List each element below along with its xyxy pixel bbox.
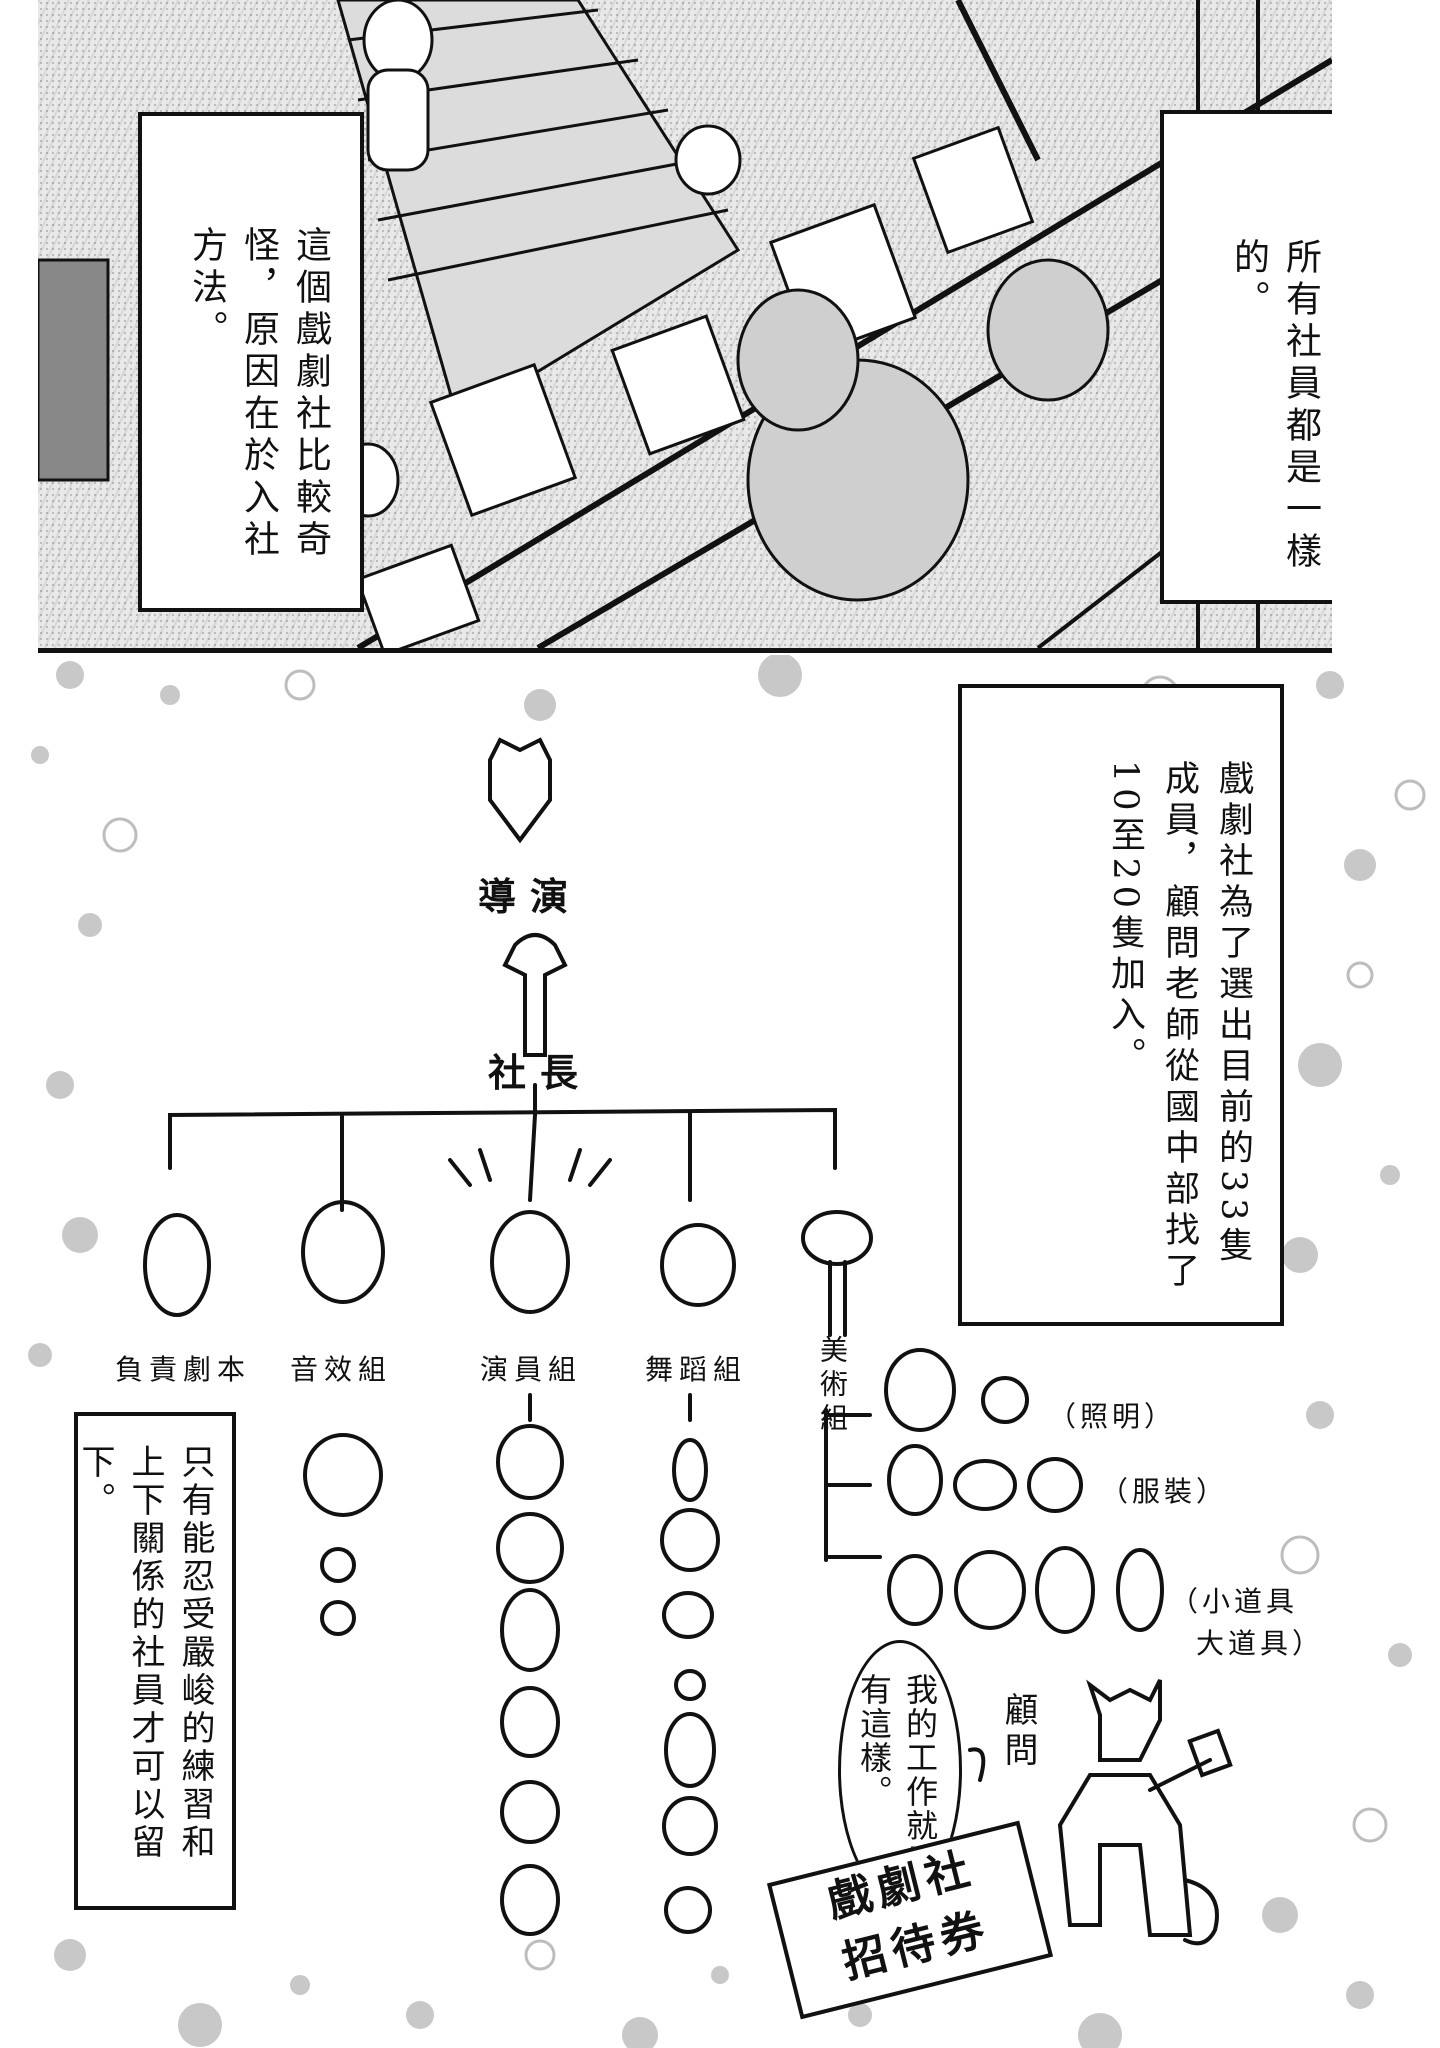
sound-group-head-icon [301,1200,385,1304]
advisor-cat-head-icon [1086,1679,1162,1762]
script-writer-head-icon [143,1213,211,1317]
actor-group-deer-head-icon [490,1210,570,1314]
caption-left-text: 這個戲劇社比較奇怪，原因在於入社方法。 [186,226,331,562]
theater-lighting-illustration [38,0,1332,648]
caption-box-right: 所有社員都是一樣的。 [1160,110,1332,604]
art-subgroup-lighting: （照明） [1048,1400,1177,1433]
advisor-speech-text: 我的工作就只有這樣。 [855,1673,939,1877]
advisor-label-text: 顧問 [998,1692,1038,1772]
group-label-art: 美術組 [816,1335,849,1437]
group-label-actors: 演員組 [480,1353,583,1386]
group-label-dance: 舞蹈組 [645,1353,748,1386]
art-group-ostrich-head-icon [801,1210,873,1266]
president-label: 社長 [488,1050,593,1095]
art-subgroup-props-line1: （小道具 [1170,1585,1299,1618]
polka-dot-background [28,655,1426,2048]
director-head-icon [488,737,552,844]
caption-right-text: 所有社員都是一樣的。 [1228,238,1321,574]
advisor-label: 顧問 [996,1692,1040,1772]
art-subgroup-costume: （服裝） [1100,1475,1229,1508]
top-panel-theater-scene: 這個戲劇社比較奇怪，原因在於入社方法。 所有社員都是一樣的。 [38,0,1332,653]
caption-members-text: 戲劇社為了選出目前的33隻成員，顧問老師從國中部找了10至20隻加入。 [1105,760,1253,1293]
caption-strict-text: 只有能忍受嚴峻的練習和上下關係的社員才可以留下。 [75,1444,215,1862]
advisor-body-icon [1057,1773,1193,1937]
dance-group-head-icon [660,1223,736,1307]
group-label-script: 負責劇本 [115,1353,252,1386]
caption-box-members: 戲劇社為了選出目前的33隻成員，顧問老師從國中部找了10至20隻加入。 [958,684,1284,1326]
art-subgroup-props-line2: 大道具） [1196,1627,1325,1660]
caption-box-strict: 只有能忍受嚴峻的練習和上下關係的社員才可以留下。 [74,1412,236,1910]
director-label: 導演 [478,874,583,919]
deer-antlers-icon [448,1148,612,1187]
caption-box-left: 這個戲劇社比較奇怪，原因在於入社方法。 [138,112,364,612]
group-label-sound: 音效組 [290,1353,393,1386]
president-duck-icon [502,933,568,1057]
held-card-icon [1187,1728,1233,1778]
